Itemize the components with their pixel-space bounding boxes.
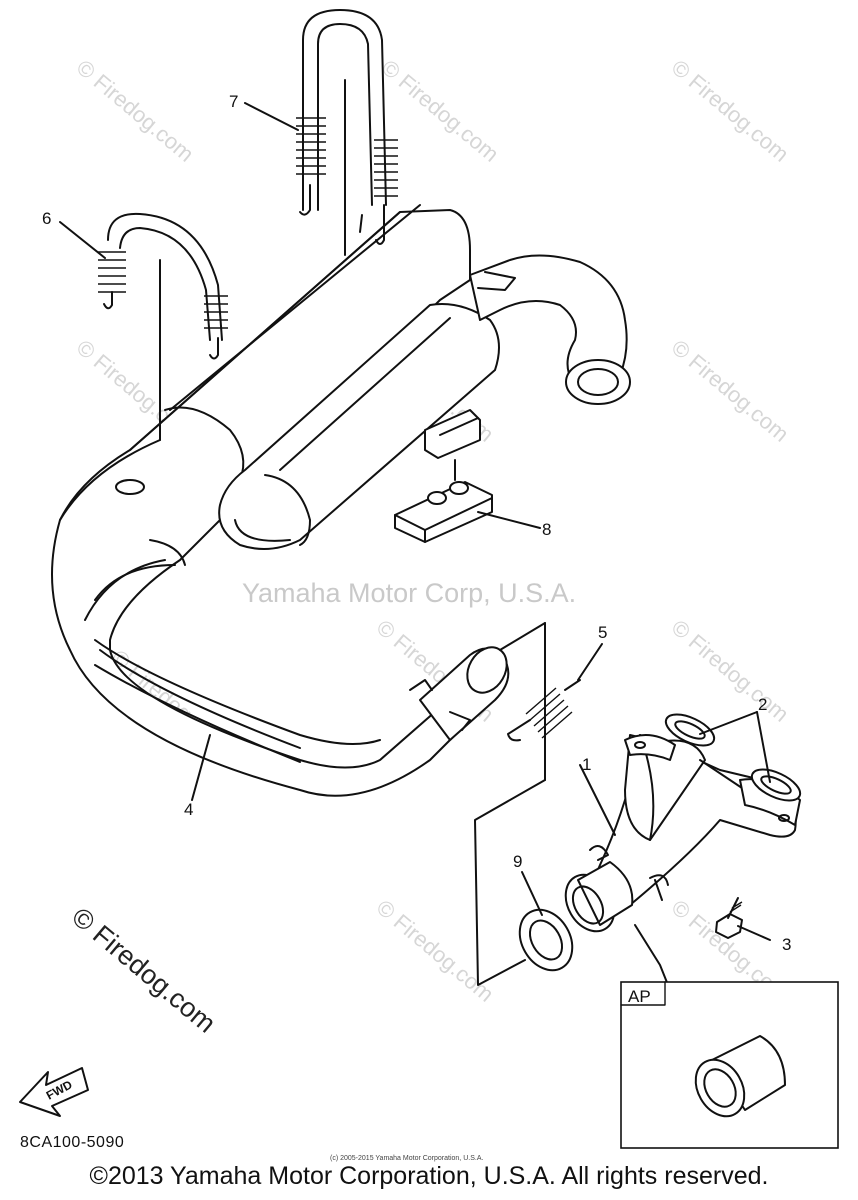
watermark-firedog-large: © Firedog.com [66, 902, 221, 1039]
watermark: © Firedog.com [72, 55, 199, 167]
leader-lines [59, 102, 771, 1037]
callout-4: 4 [184, 800, 193, 819]
inset-label: AP [628, 987, 651, 1006]
callout-2: 2 [758, 695, 767, 714]
copyright-footer: ©2013 Yamaha Motor Corporation, U.S.A. A… [89, 1162, 769, 1190]
leader-frame [499, 622, 546, 651]
diagram-code: 8CA100-5090 [20, 1134, 125, 1151]
callout-7: 7 [229, 92, 238, 111]
sleeve-part-10 [694, 1035, 786, 1118]
callout-6: 6 [42, 209, 51, 228]
exhaust-pipe-part-1 [584, 734, 801, 913]
callout-9: 9 [513, 852, 522, 871]
muffler-inlet [409, 646, 510, 741]
watermark: © Firedog.com [667, 615, 794, 727]
ap-inset-box: AP [620, 981, 839, 1149]
callout-1: 1 [582, 755, 591, 774]
fwd-arrow-icon: FWD [19, 1067, 89, 1117]
outlet-pipe [469, 254, 631, 405]
callout-3: 3 [782, 935, 791, 954]
coil [296, 117, 398, 197]
spring-part-7 [296, 9, 398, 256]
watermark: © Firedog.com [372, 895, 499, 1007]
watermark: © Firedog.com [377, 55, 504, 167]
watermark: © Firedog.com [667, 55, 794, 167]
callout-8: 8 [542, 520, 551, 539]
watermark: © Firedog.com [667, 335, 794, 447]
spring-part-6 [98, 212, 228, 441]
small-copyright-notice: (c) 2005-2015 Yamaha Motor Corporation, … [330, 1155, 484, 1162]
callout-5: 5 [598, 623, 607, 642]
gasket-part-2 [664, 713, 802, 802]
leader-frame [474, 779, 546, 986]
joint-part-9 [518, 861, 634, 972]
canister-bracket [424, 409, 481, 481]
watermark-yamaha: Yamaha Motor Corp, U.S.A. [242, 578, 576, 608]
muffler-body-part-4 [51, 204, 471, 797]
bolt-part-3 [715, 897, 743, 939]
damper-part-8 [394, 481, 493, 543]
